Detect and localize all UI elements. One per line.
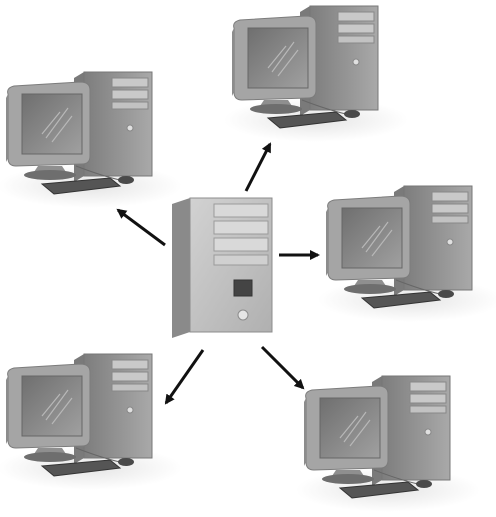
drive-bay	[111, 77, 149, 88]
power-button	[424, 428, 432, 436]
drive-bay	[111, 359, 149, 370]
monitor-base	[322, 474, 374, 484]
client-computer-bottom-right	[296, 375, 480, 512]
arrow-to-bottom-left	[164, 349, 205, 405]
mouse-icon	[438, 290, 454, 298]
desktop-tower-icon	[381, 375, 451, 481]
keyboard-icon	[40, 459, 122, 477]
drive-bay	[337, 23, 375, 34]
monitor-screen	[341, 207, 403, 269]
drive-bay	[337, 35, 375, 44]
monitor-screen	[21, 375, 83, 437]
client-computer-right	[318, 185, 496, 322]
cable	[75, 447, 121, 463]
arrow-to-top-left	[116, 208, 166, 247]
drive-bay	[431, 215, 469, 224]
arrow-to-bottom-right	[260, 345, 305, 390]
screen-glare	[339, 411, 371, 447]
screen-glare	[267, 41, 299, 77]
mouse-icon	[416, 480, 432, 488]
drive-bay	[111, 371, 149, 382]
monitor-base	[24, 452, 76, 462]
connection-arrows	[116, 142, 320, 405]
client-computer-top-right	[224, 5, 408, 142]
desktop-tower-icon	[83, 71, 153, 177]
monitor-screen	[319, 397, 381, 459]
drive-bay	[431, 203, 469, 214]
screen-glare	[41, 389, 73, 425]
drive-bay	[409, 393, 447, 404]
desktop-tower-icon	[83, 353, 153, 459]
monitor-side	[326, 208, 328, 276]
drive-bay	[111, 383, 149, 392]
power-button	[352, 58, 360, 66]
monitor-base	[344, 284, 396, 294]
cable	[75, 165, 121, 181]
power-button	[126, 124, 134, 132]
monitor-screen	[247, 27, 309, 89]
cable	[301, 99, 347, 115]
drive-bay	[337, 11, 375, 22]
monitor-side	[232, 28, 234, 96]
keyboard-icon	[338, 481, 420, 499]
monitor-base	[250, 104, 302, 114]
screen-glare	[361, 221, 393, 257]
client-computer-bottom-left	[0, 353, 182, 490]
arrow-to-top-right	[244, 142, 272, 192]
monitor-side	[6, 94, 8, 162]
keyboard-icon	[266, 111, 348, 129]
keyboard-icon	[360, 291, 442, 309]
mouse-icon	[118, 176, 134, 184]
mouse-icon	[344, 110, 360, 118]
monitor-side	[6, 376, 8, 444]
mouse-icon	[118, 458, 134, 466]
client-computer-top-left	[0, 71, 182, 208]
drive-bay	[409, 381, 447, 392]
cable	[373, 469, 419, 485]
power-button	[126, 406, 134, 414]
power-button	[446, 238, 454, 246]
cable	[395, 279, 441, 295]
server-tower-icon	[172, 197, 273, 338]
monitor-screen	[21, 93, 83, 155]
desktop-tower-icon	[403, 185, 473, 291]
drive-bay	[111, 101, 149, 110]
monitor-side	[304, 398, 306, 466]
desktop-tower-icon	[309, 5, 379, 111]
screen-glare	[41, 107, 73, 143]
drive-bay	[111, 89, 149, 100]
keyboard-icon	[40, 177, 122, 195]
monitor-base	[24, 170, 76, 180]
drive-bay	[409, 405, 447, 414]
drive-bay	[431, 191, 469, 202]
